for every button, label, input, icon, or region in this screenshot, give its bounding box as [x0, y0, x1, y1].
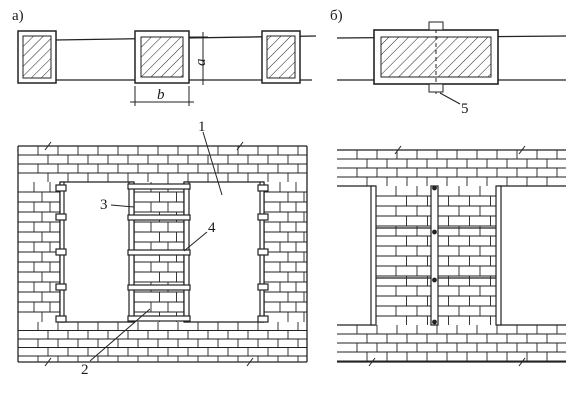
- strap-right-pier: [257, 213, 269, 221]
- b-bolt-node: [432, 229, 437, 235]
- right-pier-bricks: [264, 182, 307, 322]
- break-mark: [394, 145, 402, 155]
- dimension-a-label: a: [193, 59, 209, 67]
- panel-a-label: а): [12, 8, 24, 24]
- panel-b-label: б): [330, 8, 343, 24]
- strap-middle: [127, 315, 191, 322]
- strap-left-pier: [55, 248, 67, 256]
- strap-right-pier: [257, 315, 269, 323]
- dimension-b-label: b: [157, 87, 165, 103]
- elevation-b-reinforcement: [370, 185, 502, 326]
- plan-pier-right-hatch: [266, 35, 296, 79]
- callout-4-leader: [183, 231, 208, 252]
- elevation-a-reinforcement: [55, 181, 269, 323]
- callout-2: 2: [81, 362, 89, 378]
- plan-b-bolt-head-bottom: [428, 83, 444, 93]
- b-bolt-node: [432, 319, 437, 325]
- dimension-a: a: [189, 32, 209, 85]
- break-mark: [518, 145, 526, 155]
- b-top-band-bricks: [337, 150, 566, 186]
- b-bottom-band-bricks: [337, 325, 566, 362]
- break-mark: [236, 141, 244, 151]
- top-band-bricks: [18, 146, 307, 182]
- callout-4: 4: [208, 220, 216, 236]
- strap-left-pier: [55, 283, 67, 291]
- left-pier-bricks: [18, 182, 60, 322]
- elevation-a: 1 3 4 2: [17, 119, 308, 378]
- strap-right-pier: [257, 283, 269, 291]
- plan-pier-left-hatch: [22, 35, 52, 79]
- break-mark: [44, 141, 52, 151]
- strap-left-pier: [55, 184, 67, 192]
- strap-middle: [127, 284, 191, 291]
- b-bolt-node: [432, 185, 437, 191]
- strap-right-pier: [257, 184, 269, 192]
- callout-3-leader: [110, 204, 135, 208]
- elevation-b: [337, 145, 566, 367]
- break-mark: [246, 357, 254, 367]
- b-angle-left: [370, 185, 377, 326]
- strap-left-pier: [55, 213, 67, 221]
- callout-2-leader: [89, 308, 151, 362]
- plan-b-bolt-head-top: [428, 21, 444, 31]
- b-angle-right: [495, 185, 502, 326]
- break-mark: [518, 357, 526, 367]
- plan-view-a: а) a b: [12, 8, 317, 106]
- b-bolt-node: [432, 277, 437, 283]
- plan-view-b: б) 5: [330, 8, 567, 117]
- break-mark: [44, 357, 52, 367]
- break-mark: [368, 357, 376, 367]
- strap-right-pier: [257, 248, 269, 256]
- bottom-band-bricks: [18, 322, 307, 362]
- b-center-bolt-bar: [430, 185, 439, 326]
- callout-5: 5: [461, 101, 469, 117]
- strap-middle: [127, 249, 191, 256]
- dimension-b: b: [130, 86, 194, 106]
- strap-left-pier: [55, 315, 67, 323]
- plan-pier-center-hatch: [140, 36, 184, 78]
- strap-middle: [127, 183, 191, 190]
- callout-1-leader: [202, 131, 223, 196]
- callout-5-leader: [439, 92, 461, 105]
- callout-1: 1: [198, 119, 206, 135]
- callout-3: 3: [100, 197, 108, 213]
- strap-middle: [127, 214, 191, 221]
